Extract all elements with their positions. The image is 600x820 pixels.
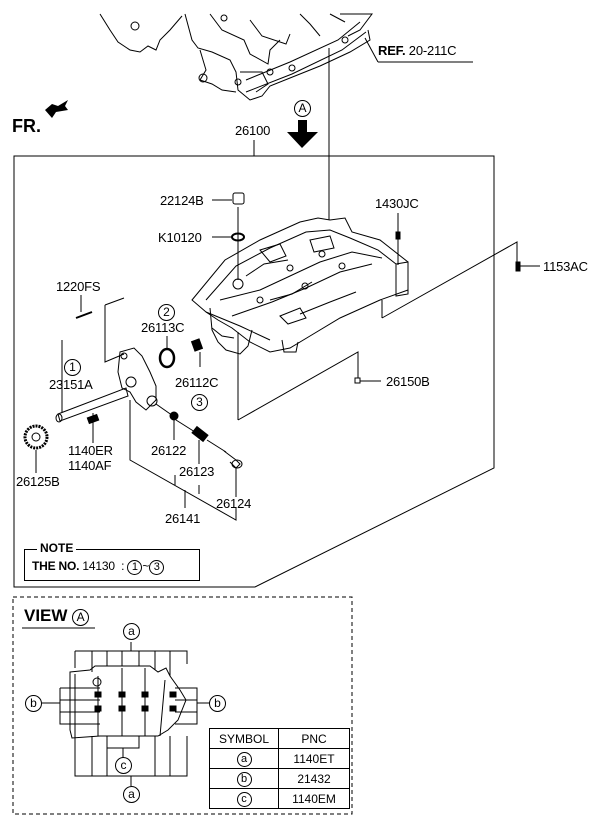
note-title: NOTE xyxy=(37,541,77,555)
table-row: a 1140ET xyxy=(209,748,350,769)
note-number-3: 3 xyxy=(191,394,208,411)
table-pnc[interactable]: 21432 xyxy=(278,768,350,789)
oil-pan-illustration xyxy=(191,217,409,355)
view-callout-c: c xyxy=(115,757,132,774)
part-label-26141[interactable]: 26141 xyxy=(165,511,201,526)
note-range-start: 1 xyxy=(127,560,143,575)
view-title: VIEW A xyxy=(24,606,90,626)
part-label-23151A[interactable]: 23151A xyxy=(49,377,93,392)
part-label-26150B[interactable]: 26150B xyxy=(386,374,430,389)
part-label-1140ER[interactable]: 1140ER xyxy=(68,443,113,458)
table-symbol: a xyxy=(236,751,252,767)
part-label-26125B[interactable]: 26125B xyxy=(16,474,60,489)
table-header-row: SYMBOL PNC xyxy=(209,728,350,749)
part-label-1153AC[interactable]: 1153AC xyxy=(543,259,588,274)
note-prefix: THE NO. xyxy=(32,559,80,573)
table-header-pnc: PNC xyxy=(278,728,350,749)
note-number-1: 1 xyxy=(64,359,81,376)
part-label-K10120[interactable]: K10120 xyxy=(158,230,202,245)
view-title-symbol: A xyxy=(72,609,90,626)
reference-prefix: REF. xyxy=(378,43,406,58)
view-callout-b-right: b xyxy=(209,695,226,712)
table-symbol: c xyxy=(236,791,252,807)
table-header-symbol: SYMBOL xyxy=(209,728,279,749)
view-callout-b-left: b xyxy=(25,695,42,712)
part-label-22124B[interactable]: 22124B xyxy=(160,193,204,208)
view-callout-a-top: a xyxy=(123,623,140,640)
part-label-26124[interactable]: 26124 xyxy=(216,496,252,511)
view-callout-a-bottom: a xyxy=(123,786,140,803)
part-label-26112C[interactable]: 26112C xyxy=(175,375,219,390)
part-label-26100[interactable]: 26100 xyxy=(235,123,271,138)
view-a-arrow xyxy=(287,120,318,148)
note-separator: : xyxy=(121,559,125,573)
note-range-end: 3 xyxy=(149,560,165,575)
assembly-boundary xyxy=(13,155,495,588)
view-a-marker: A xyxy=(294,100,311,117)
table-row: c 1140EM xyxy=(209,788,350,809)
cap-22124B xyxy=(232,192,245,205)
table-symbol: b xyxy=(236,771,252,787)
reference-label[interactable]: REF. 20-211C xyxy=(378,43,457,58)
part-label-26113C[interactable]: 26113C xyxy=(141,320,185,335)
note-part-no[interactable]: 14130 xyxy=(82,559,115,573)
note-number-2: 2 xyxy=(158,304,175,321)
part-label-26122[interactable]: 26122 xyxy=(151,443,187,458)
oil-pump-illustration xyxy=(117,347,158,411)
view-title-text: VIEW xyxy=(24,606,68,625)
reference-code: 20-211C xyxy=(408,43,457,58)
symbol-pnc-table: SYMBOL PNC a 1140ET b 21432 c 1140EM xyxy=(209,728,350,809)
part-label-1140AF[interactable]: 1140AF xyxy=(68,458,112,473)
note-box xyxy=(24,549,200,581)
part-label-1220FS[interactable]: 1220FS xyxy=(56,279,101,294)
front-direction-arrow xyxy=(45,100,68,118)
table-pnc[interactable]: 1140EM xyxy=(278,788,350,809)
front-direction-label: FR. xyxy=(12,116,41,136)
note-range-sep: ~ xyxy=(142,559,150,573)
view-a-illustration xyxy=(42,642,210,786)
part-label-1430JC[interactable]: 1430JC xyxy=(375,196,419,211)
table-pnc[interactable]: 1140ET xyxy=(278,748,350,769)
view-a-boundary xyxy=(12,596,353,815)
note-text: THE NO. 14130 : 1~3 xyxy=(32,559,165,575)
engine-block-illustration xyxy=(99,13,373,101)
table-row: b 21432 xyxy=(209,768,350,789)
part-label-26123[interactable]: 26123 xyxy=(179,464,215,479)
